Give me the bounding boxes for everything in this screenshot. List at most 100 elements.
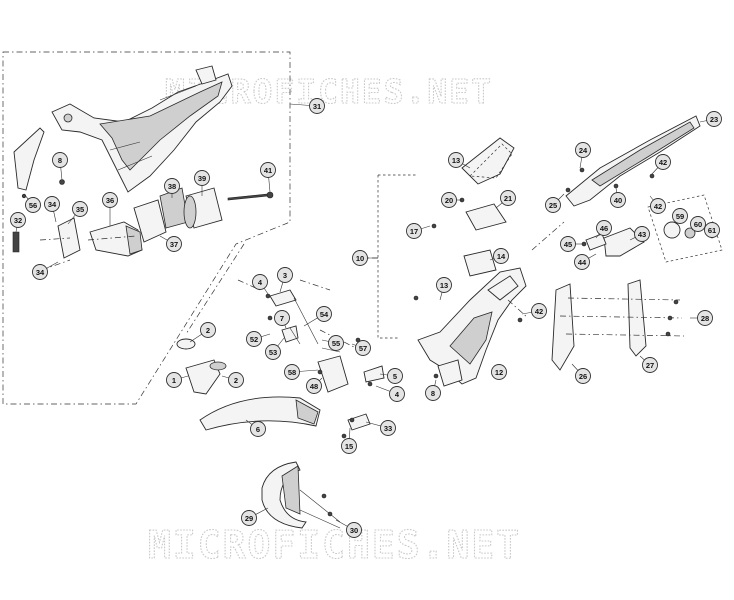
callout-40: 40 xyxy=(610,192,626,208)
side-cover-56 xyxy=(13,127,45,191)
callout-15: 15 xyxy=(341,438,357,454)
callout-label: 8 xyxy=(431,389,435,398)
side-panel-26 xyxy=(551,283,575,371)
callout-label: 42 xyxy=(535,307,543,316)
callout-13: 13 xyxy=(448,152,464,168)
callout-label: 40 xyxy=(614,196,622,205)
cap-plate-14 xyxy=(463,249,497,277)
callout-label: 54 xyxy=(320,310,329,319)
callout-label: 6 xyxy=(256,425,260,434)
callout-label: 1 xyxy=(172,376,176,385)
callout-4: 4 xyxy=(252,274,268,290)
callout-label: 56 xyxy=(29,201,37,210)
callout-label: 25 xyxy=(549,201,557,210)
callout-label: 5 xyxy=(393,372,397,381)
callout-60: 60 xyxy=(690,216,706,232)
callout-label: 46 xyxy=(600,224,608,233)
callout-8: 8 xyxy=(425,385,441,401)
callout-label: 12 xyxy=(495,368,503,377)
callout-label: 27 xyxy=(646,361,654,370)
callout-23: 23 xyxy=(706,111,722,127)
callout-label: 34 xyxy=(48,200,57,209)
callout-label: 24 xyxy=(579,146,588,155)
callout-12: 12 xyxy=(491,364,507,380)
callout-label: 3 xyxy=(283,271,287,280)
callout-31: 31 xyxy=(309,98,325,114)
callout-label: 43 xyxy=(638,230,646,239)
callout-label: 30 xyxy=(350,526,358,535)
bracket-33 xyxy=(347,413,371,431)
callout-label: 35 xyxy=(76,205,84,214)
filter-cage-37 xyxy=(133,199,167,243)
callout-label: 29 xyxy=(245,514,253,523)
callout-10: 10 xyxy=(352,250,368,266)
assembly-boundary-left xyxy=(2,51,291,405)
callout-3: 3 xyxy=(277,267,293,283)
callout-label: 7 xyxy=(280,314,284,323)
seat-pad-13 xyxy=(461,137,515,185)
callout-34: 34 xyxy=(44,196,60,212)
callout-24: 24 xyxy=(575,142,591,158)
bracket-46 xyxy=(585,233,607,251)
fuel-tap-8 xyxy=(437,359,463,387)
callout-17: 17 xyxy=(406,223,422,239)
callout-label: 41 xyxy=(264,166,272,175)
callout-45: 45 xyxy=(560,236,576,252)
callout-label: 14 xyxy=(497,252,506,261)
assembly-box-59-61 xyxy=(647,194,723,263)
bracket-53 xyxy=(281,325,299,343)
callout-58: 58 xyxy=(284,364,300,380)
clamp-5 xyxy=(363,365,385,383)
callout-label: 4 xyxy=(395,390,400,399)
callout-25: 25 xyxy=(545,197,561,213)
callout-label: 13 xyxy=(452,156,460,165)
callout-37: 37 xyxy=(166,236,182,252)
callout-label: 8 xyxy=(58,156,62,165)
callout-20: 20 xyxy=(441,192,457,208)
callout-48: 48 xyxy=(306,378,322,394)
callout-label: 39 xyxy=(198,174,206,183)
disc-guard-29 xyxy=(261,461,307,529)
callout-29: 29 xyxy=(241,510,257,526)
callout-55: 55 xyxy=(328,335,344,351)
callout-46: 46 xyxy=(596,220,612,236)
callout-label: 36 xyxy=(106,196,114,205)
callout-27: 27 xyxy=(642,357,658,373)
callout-label: 23 xyxy=(710,115,718,124)
callout-label: 60 xyxy=(694,220,702,229)
callout-label: 15 xyxy=(345,442,353,451)
callout-label: 32 xyxy=(14,216,22,225)
callout-1: 1 xyxy=(166,372,182,388)
callout-label: 48 xyxy=(310,382,318,391)
callout-label: 45 xyxy=(564,240,572,249)
watermark-bottom: MICROFICHES.NET xyxy=(148,523,521,567)
callout-32: 32 xyxy=(10,212,26,228)
callout-41: 41 xyxy=(260,162,276,178)
callout-26: 26 xyxy=(575,368,591,384)
callout-54: 54 xyxy=(316,306,332,322)
callout-43: 43 xyxy=(634,226,650,242)
callout-label: 28 xyxy=(701,314,709,323)
callout-57: 57 xyxy=(355,340,371,356)
callout-label: 10 xyxy=(356,254,364,263)
number-plate-48 xyxy=(317,355,349,393)
callout-44: 44 xyxy=(574,254,590,270)
callout-59: 59 xyxy=(672,208,688,224)
callout-label: 44 xyxy=(578,258,587,267)
callout-8: 8 xyxy=(52,152,68,168)
callout-label: 31 xyxy=(313,102,321,111)
callout-61: 61 xyxy=(704,222,720,238)
callout-6: 6 xyxy=(250,421,266,437)
callout-label: 55 xyxy=(332,339,340,348)
callout-33: 33 xyxy=(380,420,396,436)
callout-label: 33 xyxy=(384,424,392,433)
callout-label: 26 xyxy=(579,372,587,381)
callout-39: 39 xyxy=(194,170,210,186)
callout-53: 53 xyxy=(265,344,281,360)
callout-34: 34 xyxy=(32,264,48,280)
callout-label: 57 xyxy=(359,344,367,353)
callout-label: 42 xyxy=(654,202,662,211)
callout-2: 2 xyxy=(228,372,244,388)
